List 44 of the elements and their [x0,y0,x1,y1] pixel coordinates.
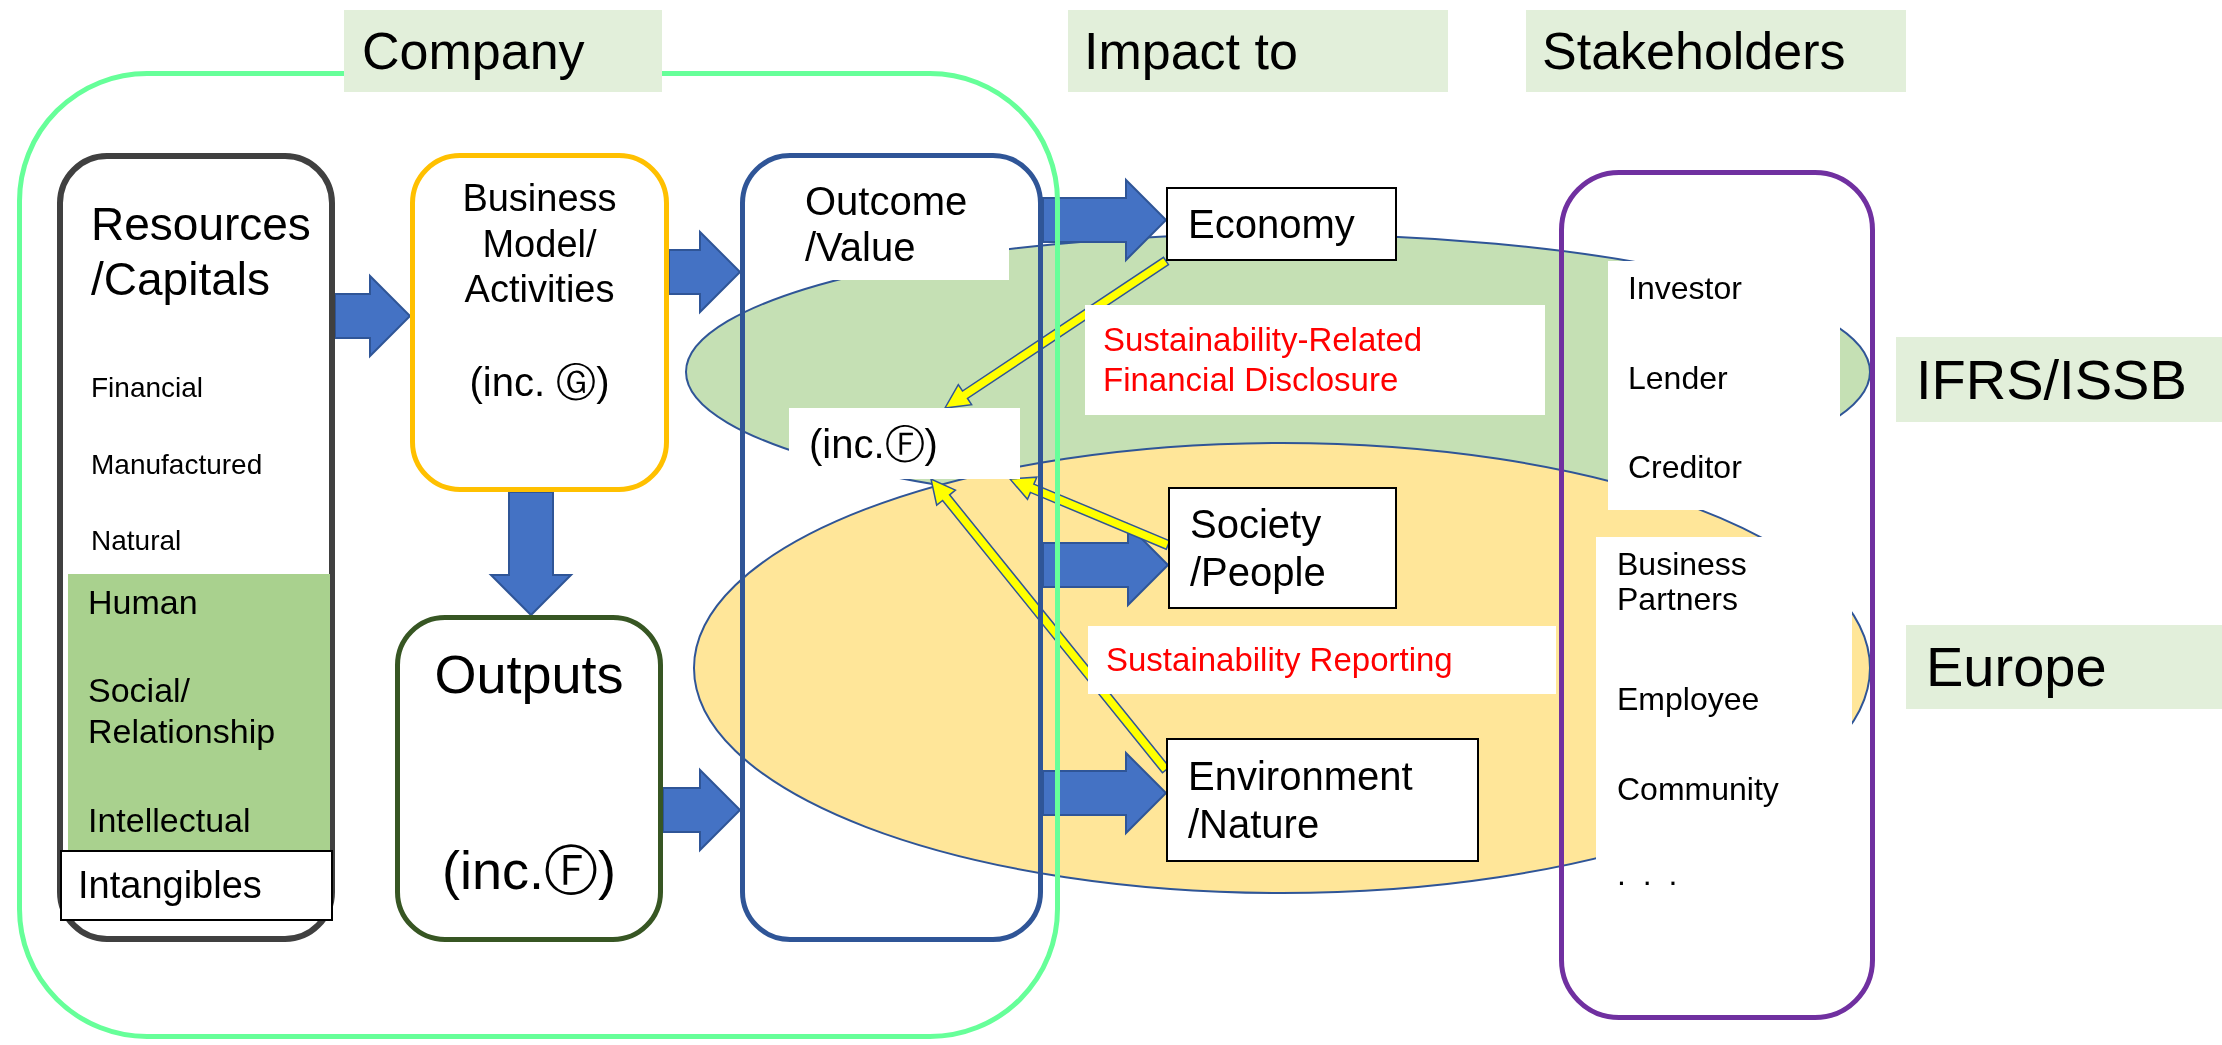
framework-label: Sustainability-Related Financial Disclosure [1085,305,1545,415]
stakeholder-label: Investor [1628,269,1743,308]
stakeholder-label: Employee [1617,680,1761,719]
block-arrow [662,767,742,853]
capital-label: Social/ Relationship [88,670,277,752]
stakeholder-label: . . . [1617,855,1683,894]
arrow [943,256,1170,409]
capital-label: Human [88,582,199,623]
arrow [1008,476,1171,551]
capital-label: Natural [91,524,183,558]
framework-label: Sustainability Reporting [1088,626,1556,694]
block-arrow [334,273,412,359]
intangibles-label: Intangibles [60,850,333,921]
block-arrow [1042,750,1168,836]
region-label: IFRS/ISSB [1896,337,2222,422]
impact-box: Economy [1166,187,1397,261]
stakeholder-label: Community [1617,770,1780,809]
section-heading: Stakeholders [1526,10,1906,92]
section-heading: Impact to [1068,10,1448,92]
capital-label: Financial [91,371,205,405]
outputs-title: Outputs [433,643,625,706]
outcome-box [740,153,1043,942]
note-label: (inc.Ⓕ) [789,408,1020,479]
note-label: (inc.Ⓕ) [441,839,617,902]
outputs-box [395,615,663,942]
block-arrow [1042,177,1168,263]
capital-label: Manufactured [91,448,264,482]
stakeholder-label: Business Partners [1617,547,1748,618]
stakeholder-label: Creditor [1628,448,1743,487]
block-arrow [668,229,742,315]
resources-title: Resources /Capitals [91,197,312,308]
region-label: Europe [1906,625,2222,709]
impact-box: Environment /Nature [1166,738,1479,862]
highlight-panel [68,574,330,850]
resources-box [57,153,335,942]
block-arrow [488,491,574,617]
impact-box: Society /People [1168,487,1397,609]
stakeholder-label: Lender [1628,359,1729,398]
business-model-title: Business Model/ Activities [461,176,618,313]
capital-label: Intellectual [88,800,252,841]
stakeholders-box [1559,170,1875,1020]
section-heading: Company [344,10,662,92]
note-label: (inc. Ⓖ) [468,359,611,406]
business-model-box [410,153,669,492]
